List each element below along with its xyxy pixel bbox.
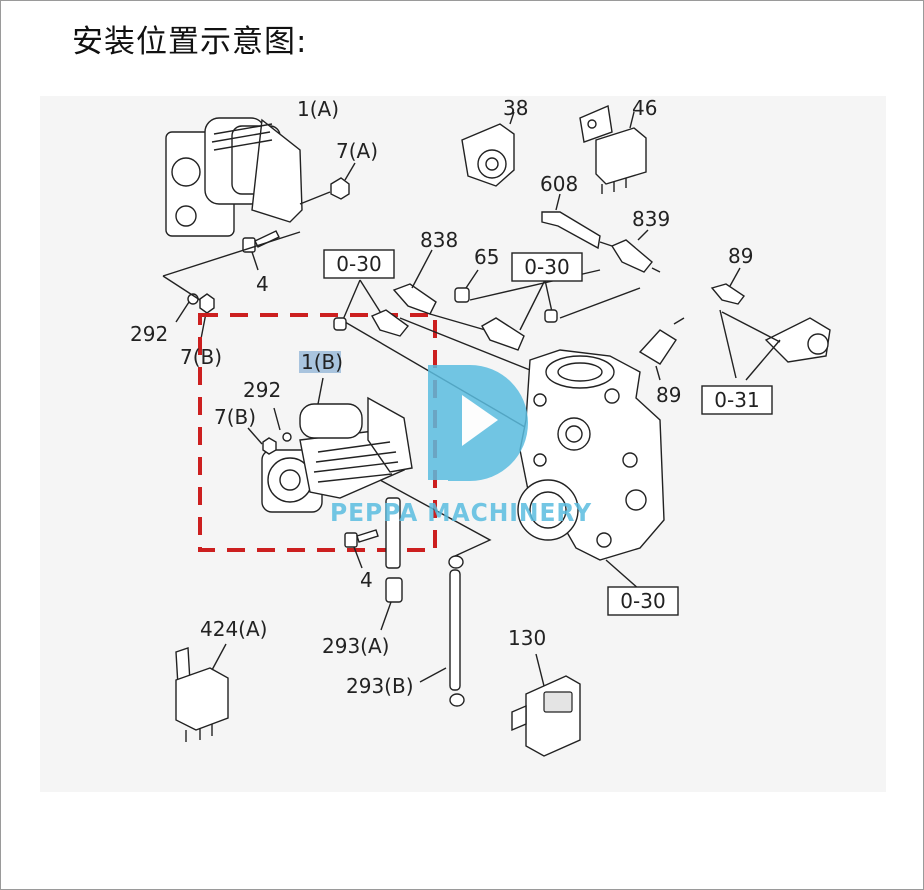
label-4-top: 4 — [256, 272, 269, 296]
washer-292-mid — [282, 432, 292, 442]
engine-housing — [517, 349, 665, 591]
label-608: 608 — [540, 172, 578, 196]
label-1b-selection — [299, 351, 341, 373]
plate-293a — [380, 497, 403, 631]
starter-motor-1a — [165, 117, 303, 237]
label-1b: 1(B) — [301, 350, 343, 374]
nut-7b-mid — [262, 437, 277, 455]
label-130: 130 — [508, 626, 546, 650]
box-0-31: 0-31 — [701, 385, 773, 415]
small-plug-right — [544, 309, 558, 323]
sensor-608 — [541, 193, 613, 250]
sensor-89-lower — [638, 317, 685, 381]
svg-text:0-30: 0-30 — [336, 252, 381, 276]
label-38: 38 — [503, 96, 528, 120]
label-293b: 293(B) — [346, 674, 414, 698]
label-89-lower: 89 — [656, 383, 681, 407]
plug-65 — [454, 269, 479, 303]
sensor-839 — [610, 229, 661, 273]
starter-motor-1b — [261, 377, 413, 513]
label-65: 65 — [474, 245, 499, 269]
label-293a: 293(A) — [322, 634, 389, 658]
label-292-top: 292 — [130, 322, 168, 346]
label-839: 839 — [632, 207, 670, 231]
box-0-30-left: 0-30 — [323, 249, 395, 279]
bracket-0-31 — [719, 309, 831, 381]
control-unit-130 — [511, 653, 581, 757]
svg-text:0-31: 0-31 — [714, 388, 759, 412]
bolt-4-mid — [344, 529, 379, 569]
label-7b-mid: 7(B) — [214, 405, 256, 429]
label-7a: 7(A) — [336, 139, 378, 163]
box-0-30-mid: 0-30 — [511, 252, 583, 282]
label-4-mid: 4 — [360, 568, 373, 592]
watermark-text: PEPPA MACHINERY — [330, 498, 592, 527]
highlight-box — [198, 313, 437, 552]
small-sensor-left — [371, 309, 410, 337]
label-838: 838 — [420, 228, 458, 252]
cable-293b — [419, 555, 465, 707]
svg-text:0-30: 0-30 — [524, 255, 569, 279]
label-292-mid: 292 — [243, 378, 281, 402]
label-89-upper: 89 — [728, 244, 753, 268]
sensor-mid — [481, 317, 525, 351]
nut-7b-top — [199, 293, 215, 345]
page-title: 安装位置示意图: — [72, 24, 308, 60]
washer-292-top — [175, 293, 199, 323]
label-424a: 424(A) — [200, 617, 267, 641]
sensor-89-upper — [710, 267, 746, 305]
relay-424a — [175, 643, 229, 742]
label-1a: 1(A) — [297, 97, 339, 121]
nut-7a — [330, 162, 356, 200]
svg-text:0-30: 0-30 — [620, 589, 665, 613]
label-46: 46 — [632, 96, 657, 120]
sensor-838 — [392, 249, 437, 315]
box-0-30-bottom: 0-30 — [607, 586, 679, 616]
bolt-4-top — [242, 230, 280, 271]
relay-46 — [579, 105, 647, 194]
part-38-sensor — [461, 111, 515, 187]
label-7b-top: 7(B) — [180, 345, 222, 369]
watermark-logo: PEPPA MACHINERY — [330, 365, 592, 527]
small-plug-left — [333, 317, 347, 331]
